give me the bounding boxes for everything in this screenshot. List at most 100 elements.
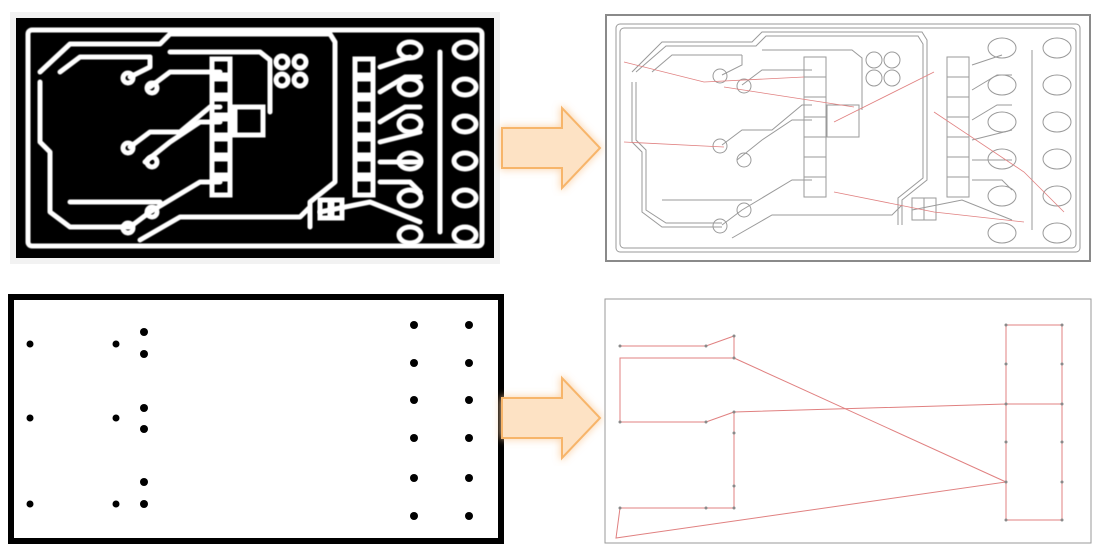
pad	[451, 113, 479, 135]
drill-point	[618, 344, 622, 348]
drill-point	[1060, 323, 1064, 327]
drill-point	[704, 506, 708, 510]
drill-point	[618, 420, 622, 424]
pad	[352, 176, 376, 198]
drill-holes-bitmap	[8, 294, 504, 544]
drill-hole	[112, 500, 120, 508]
pad	[352, 96, 376, 118]
drill-hole	[465, 396, 473, 404]
pad	[451, 76, 479, 98]
pad	[396, 224, 424, 246]
pad	[352, 136, 376, 158]
drill-hole	[465, 321, 473, 329]
trace	[127, 54, 153, 80]
pad	[329, 197, 345, 221]
pad	[144, 154, 160, 170]
pad	[209, 96, 233, 118]
trace	[137, 204, 313, 243]
pad	[144, 80, 160, 96]
pad	[352, 156, 376, 178]
drill-route	[615, 335, 1062, 539]
pad	[291, 71, 309, 89]
trace	[377, 104, 423, 125]
pad	[209, 56, 233, 78]
trace	[147, 69, 223, 90]
drill-point	[732, 334, 736, 338]
drill-point	[1004, 362, 1008, 366]
pad	[209, 116, 233, 138]
pad	[120, 220, 136, 236]
drill-point	[732, 484, 736, 488]
drill-point	[732, 356, 736, 360]
drill-hole	[410, 396, 418, 404]
pad	[451, 187, 479, 209]
pad	[209, 176, 233, 198]
pad	[352, 56, 376, 78]
drill-toolpath-svg	[604, 298, 1092, 544]
drill-hole	[465, 474, 473, 482]
pad	[396, 39, 424, 61]
drill-point	[1060, 362, 1064, 366]
drill-hole	[465, 434, 473, 442]
right-arrow-icon	[492, 100, 610, 196]
pad	[273, 71, 291, 89]
drill-point	[1004, 480, 1008, 484]
drill-hole	[140, 404, 148, 412]
drill-point	[1060, 480, 1064, 484]
drill-hole	[410, 512, 418, 520]
trace	[317, 199, 423, 225]
pcb-traces-bitmap	[10, 12, 500, 264]
trace	[37, 31, 338, 230]
drill-point	[704, 344, 708, 348]
drill-point	[732, 410, 736, 414]
pad	[451, 224, 479, 246]
pad	[291, 53, 309, 71]
drill-point	[1060, 402, 1064, 406]
pad	[144, 204, 160, 220]
drill-hole	[410, 434, 418, 442]
drill-hole	[410, 359, 418, 367]
drill-hole	[465, 512, 473, 520]
pcb-traces-toolpath	[604, 12, 1092, 264]
drill-point	[618, 506, 622, 510]
drill-hole	[140, 328, 148, 336]
drill-point	[1004, 518, 1008, 522]
pad	[352, 116, 376, 138]
trace	[57, 54, 153, 75]
pad	[396, 187, 424, 209]
border-trace	[25, 27, 485, 249]
drill-hole	[140, 350, 148, 358]
drill-point	[732, 431, 736, 435]
drill-hole	[140, 500, 148, 508]
drill-point	[1060, 440, 1064, 444]
pad	[232, 104, 266, 138]
pad	[209, 156, 233, 178]
pad	[209, 76, 233, 98]
drill-point	[1060, 518, 1064, 522]
traces-bitmap-svg	[10, 12, 500, 264]
trace	[167, 49, 273, 115]
pad	[273, 53, 291, 71]
trace	[377, 74, 423, 95]
drill-hole	[140, 478, 148, 486]
toolpath-border	[605, 14, 1091, 262]
drill-hole	[112, 414, 120, 422]
pad	[120, 140, 136, 156]
drill-board-frame	[8, 294, 504, 544]
drill-route-toolpath	[604, 298, 1092, 544]
drill-point	[1004, 402, 1008, 406]
pad	[451, 39, 479, 61]
drill-bitmap-svg	[8, 294, 504, 544]
trace	[37, 79, 133, 230]
drill-hole	[410, 474, 418, 482]
drill-hole	[112, 340, 120, 348]
drill-toolpath-border	[604, 298, 1092, 544]
trace	[377, 179, 423, 195]
drill-point	[1004, 323, 1008, 327]
drill-point	[704, 420, 708, 424]
right-arrow-icon	[492, 370, 610, 466]
drill-hole	[465, 359, 473, 367]
pad	[451, 150, 479, 172]
drill-point	[732, 506, 736, 510]
pad	[120, 70, 136, 86]
